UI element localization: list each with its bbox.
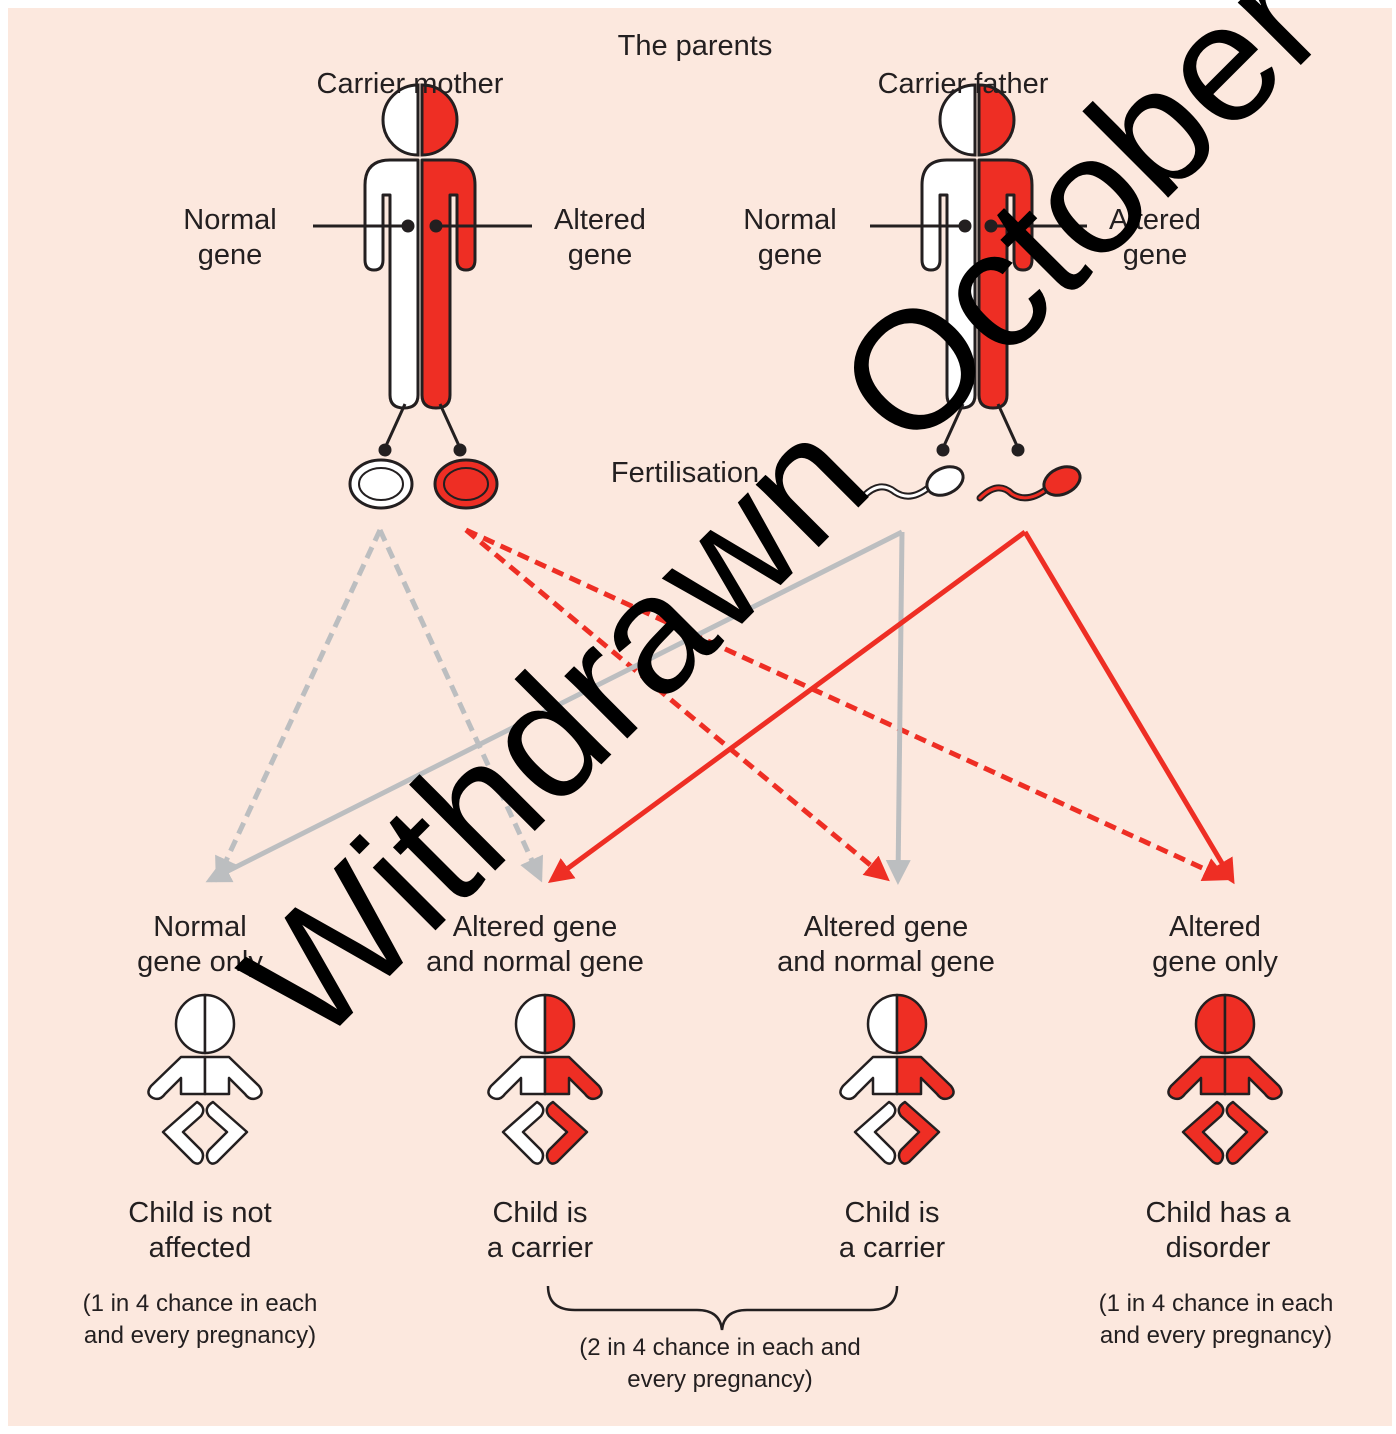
father-altered-gene-label: Altered gene bbox=[1109, 204, 1201, 271]
parents-title: The parents bbox=[617, 30, 773, 62]
carrier-brace bbox=[546, 1285, 899, 1331]
carrier-father-figure bbox=[920, 83, 1034, 410]
mother-altered-gene-label: Altered gene bbox=[554, 204, 646, 271]
arrow-normal-sperm-to-child1 bbox=[205, 529, 904, 883]
mother-normal-gene-label: Normal gene bbox=[183, 204, 277, 271]
child-3-baby-icon bbox=[839, 993, 955, 1165]
carrier-mother-figure bbox=[363, 83, 477, 410]
child-2-baby-icon bbox=[487, 993, 603, 1165]
mother-gene-pointers bbox=[313, 219, 532, 233]
inheritance-arrows bbox=[205, 527, 1235, 885]
arrow-normal-egg-to-child1 bbox=[215, 528, 383, 883]
normal-sperm-icon bbox=[860, 465, 965, 500]
mother-label: Carrier mother bbox=[316, 68, 504, 100]
arrow-altered-egg-to-child4 bbox=[464, 527, 1229, 882]
arrow-normal-sperm-to-child3 bbox=[885, 531, 911, 885]
father-normal-gene-label: Normal gene bbox=[743, 204, 837, 271]
father-gene-pointers bbox=[870, 219, 1087, 233]
diagram-background bbox=[8, 8, 1392, 1426]
arrow-normal-egg-to-child2 bbox=[377, 528, 544, 883]
child-1-baby-icon bbox=[147, 993, 263, 1165]
arrow-altered-sperm-to-child2 bbox=[547, 529, 1027, 883]
normal-egg-icon bbox=[348, 458, 414, 510]
altered-sperm-icon bbox=[976, 465, 1082, 502]
altered-egg-icon bbox=[433, 458, 499, 510]
arrow-altered-sperm-to-child4 bbox=[1022, 530, 1235, 885]
child-4-baby-icon bbox=[1167, 993, 1283, 1165]
gamete-connectors bbox=[378, 403, 1025, 457]
fertilisation-label: Fertilisation bbox=[610, 457, 760, 489]
father-label: Carrier father bbox=[877, 68, 1049, 100]
arrow-altered-egg-to-child3 bbox=[464, 528, 890, 882]
